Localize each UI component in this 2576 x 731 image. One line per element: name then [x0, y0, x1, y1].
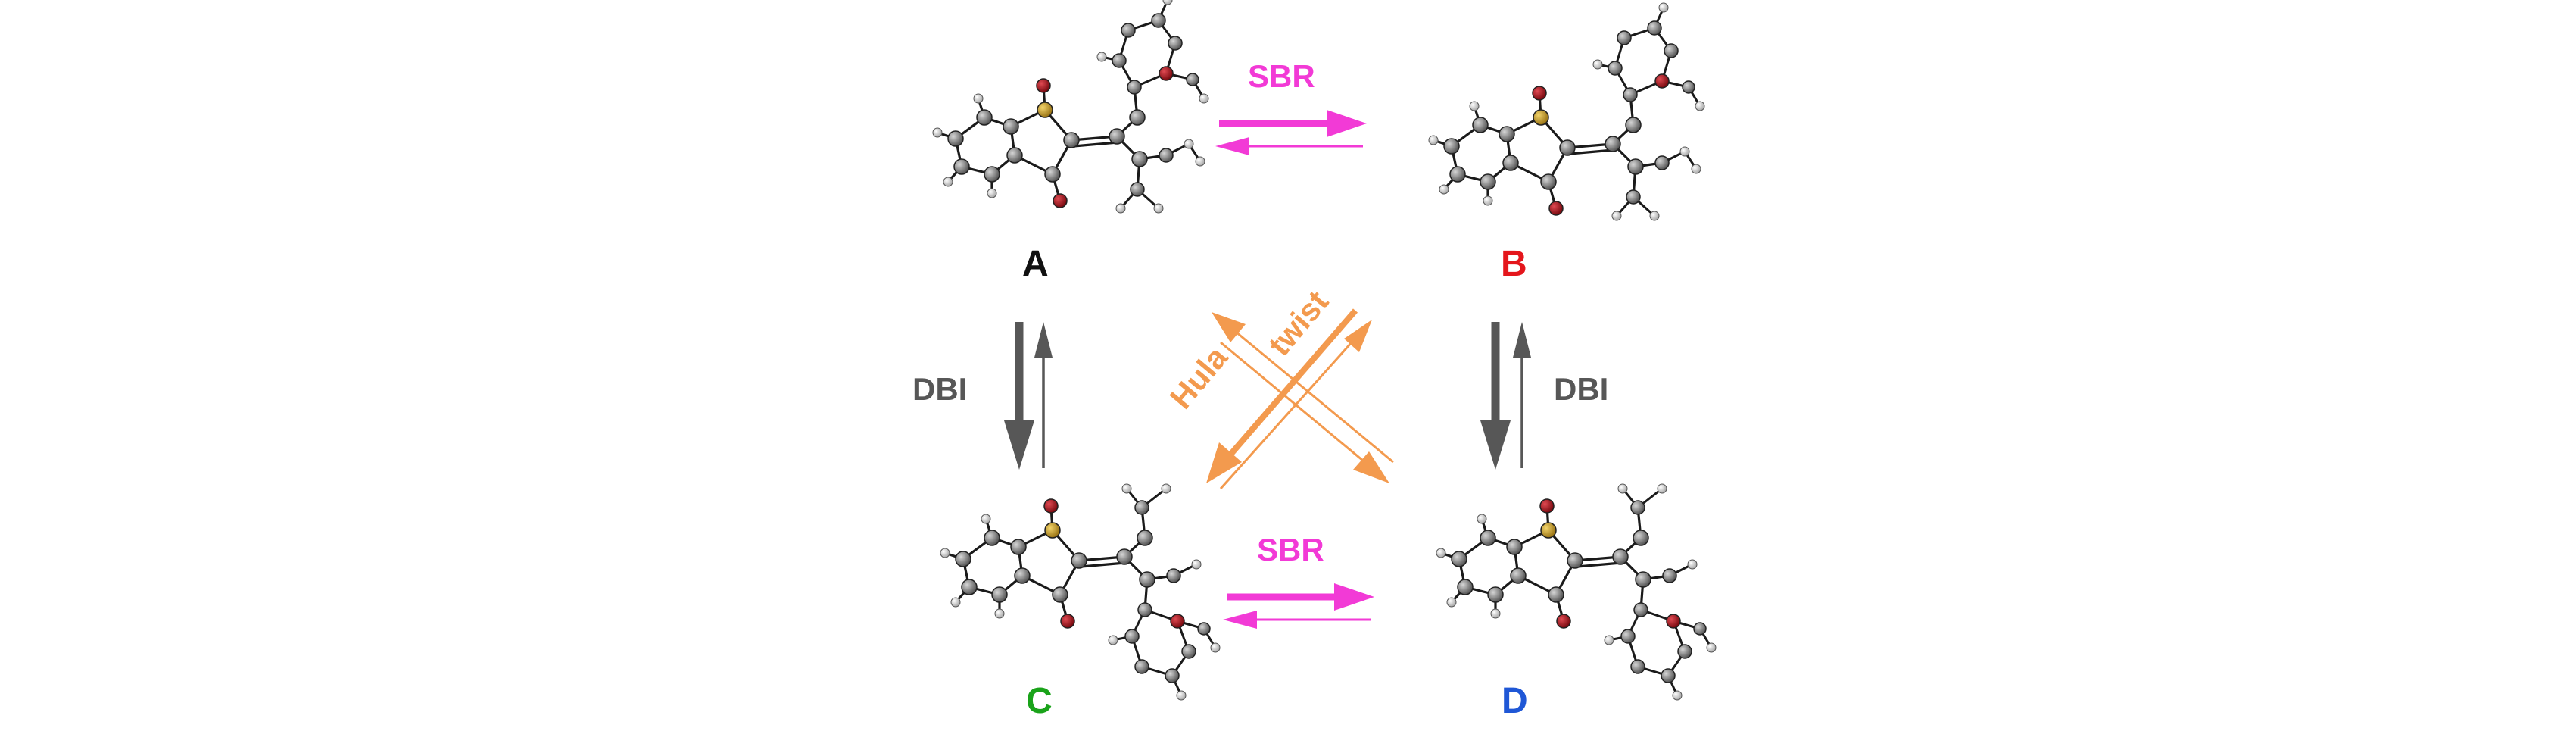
molecule-d [1435, 483, 1717, 701]
sbr-forward-top-head [1327, 110, 1367, 137]
ht-thin-d-to-a-head [1212, 312, 1246, 342]
sbr-forward-bottom-head [1334, 583, 1374, 611]
hula-twist-arrows [1206, 308, 1394, 490]
ht-thin-c-to-b [1219, 341, 1353, 490]
ht-thick-a-to-d [1220, 341, 1364, 462]
ht-thin-d-to-a [1235, 330, 1394, 464]
label-dbi-right: DBI [1554, 371, 1609, 407]
label-b: B [1501, 244, 1527, 284]
label-c: C [1026, 681, 1053, 721]
ht-thin-c-to-b-head [1344, 320, 1372, 352]
label-a: A [1022, 244, 1049, 284]
label-d: D [1502, 681, 1528, 721]
ht-thick-b-to-c [1227, 308, 1358, 457]
label-sbr-bottom: SBR [1257, 532, 1324, 567]
sbr-arrows-bottom [1223, 583, 1374, 629]
dbi-up-right-head [1513, 322, 1531, 358]
dbi-down-left-head [1004, 420, 1034, 470]
dbi-up-left-head [1034, 322, 1053, 358]
dbi-down-right-head [1480, 420, 1511, 470]
sbr-arrows-top [1215, 110, 1367, 155]
label-dbi-left: DBI [912, 371, 968, 407]
ht-thick-a-to-d-head [1353, 451, 1389, 483]
molecule-b [1427, 2, 1706, 222]
sbr-back-top-head [1215, 137, 1249, 155]
molecule-a [931, 0, 1210, 214]
ht-thick-b-to-c-head [1206, 442, 1242, 483]
dbi-arrows-right [1480, 322, 1531, 470]
molecule-c [939, 483, 1221, 701]
dbi-arrows-left [1004, 322, 1053, 470]
sbr-back-bottom-head [1223, 611, 1257, 629]
label-sbr-top: SBR [1248, 58, 1315, 94]
